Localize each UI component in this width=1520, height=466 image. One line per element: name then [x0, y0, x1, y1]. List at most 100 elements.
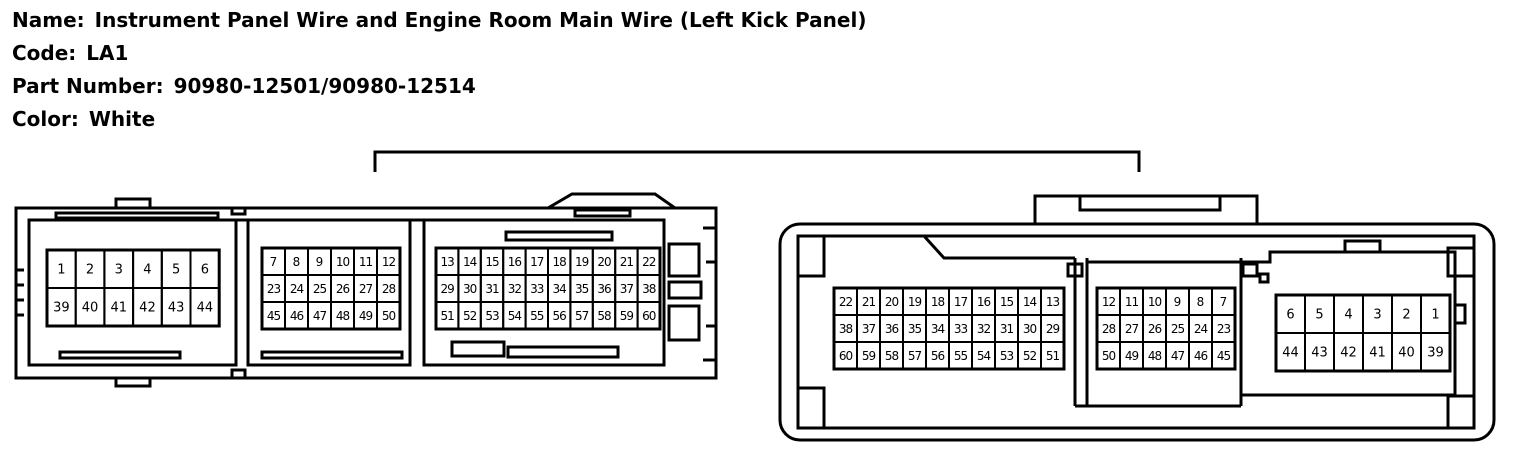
color-value: White [88, 107, 156, 131]
terminal-number: 57 [575, 309, 589, 323]
terminal-number: 54 [977, 349, 991, 363]
terminal-number: 20 [885, 295, 899, 309]
part-number-value: 90980-12501/90980-12514 [173, 74, 476, 98]
terminal-number: 55 [530, 309, 544, 323]
part-number-label: Part Number: [12, 74, 164, 98]
terminal-number: 60 [839, 349, 853, 363]
terminal-number: 29 [441, 282, 455, 296]
terminal-number: 5 [172, 263, 180, 278]
terminal-number: 15 [485, 255, 499, 269]
terminal-number: 54 [508, 309, 522, 323]
terminal-number: 48 [1148, 349, 1162, 363]
terminal-number: 27 [359, 282, 373, 296]
terminal-number: 33 [954, 322, 968, 336]
terminal-number: 58 [885, 349, 899, 363]
terminal-number: 37 [862, 322, 876, 336]
terminal-number: 18 [553, 255, 567, 269]
code-value: LA1 [86, 41, 129, 65]
terminal-number: 39 [53, 301, 70, 316]
terminal-number: 47 [1171, 349, 1185, 363]
code-line: Code:LA1 [12, 37, 866, 70]
terminal-number: 52 [1023, 349, 1037, 363]
terminal-number: 53 [485, 309, 499, 323]
terminal-number: 15 [1000, 295, 1014, 309]
name-label: Name: [12, 8, 85, 32]
terminal-number: 51 [441, 309, 455, 323]
terminal-number: 17 [530, 255, 544, 269]
terminal-number: 40 [82, 301, 99, 316]
terminal-number: 56 [553, 309, 567, 323]
connector-info-header: Name: Instrument Panel Wire and Engine Ro… [12, 4, 866, 136]
terminal-number: 9 [1174, 295, 1182, 309]
name-line: Name: Instrument Panel Wire and Engine Ro… [12, 4, 866, 37]
terminal-number: 55 [954, 349, 968, 363]
terminal-number: 14 [463, 255, 477, 269]
terminal-number: 6 [1286, 308, 1294, 323]
terminal-number: 43 [1311, 346, 1328, 361]
terminal-number: 42 [1340, 346, 1357, 361]
terminal-number: 30 [463, 282, 477, 296]
terminal-number: 46 [1194, 349, 1208, 363]
terminal-number: 6 [201, 263, 209, 278]
terminal-number: 1 [57, 263, 65, 278]
terminal-number: 44 [197, 301, 214, 316]
terminal-number: 41 [1369, 346, 1386, 361]
terminal-number: 38 [839, 322, 853, 336]
terminal-number: 22 [839, 295, 853, 309]
terminal-number: 45 [1217, 349, 1231, 363]
terminal-number: 49 [1125, 349, 1139, 363]
terminal-number: 50 [382, 309, 396, 323]
terminal-number: 17 [954, 295, 968, 309]
terminal-cell [376, 301, 401, 330]
terminal-number: 32 [977, 322, 991, 336]
terminal-number: 19 [908, 295, 922, 309]
terminal-number: 13 [441, 255, 455, 269]
terminal-number: 24 [290, 282, 304, 296]
terminal-number: 51 [1046, 349, 1060, 363]
terminal-number: 33 [530, 282, 544, 296]
terminal-number: 46 [290, 309, 304, 323]
terminal-number: 49 [359, 309, 373, 323]
terminal-cell [1211, 341, 1236, 370]
terminal-number: 7 [270, 255, 278, 269]
terminal-number: 42 [139, 301, 156, 316]
right-connector-housing [778, 194, 1496, 442]
terminal-number: 43 [168, 301, 185, 316]
terminal-number: 5 [1315, 308, 1323, 323]
color-line: Color: White [12, 103, 866, 136]
terminal-number: 13 [1046, 295, 1060, 309]
terminal-number: 9 [316, 255, 324, 269]
terminal-number: 19 [575, 255, 589, 269]
terminal-number: 24 [1194, 322, 1208, 336]
part-number-line: Part Number: 90980-12501/90980-12514 [12, 70, 866, 103]
terminal-number: 52 [463, 309, 477, 323]
terminal-number: 25 [313, 282, 327, 296]
terminal-number: 56 [931, 349, 945, 363]
terminal-number: 59 [862, 349, 876, 363]
terminal-number: 2 [86, 263, 94, 278]
terminal-number: 40 [1398, 346, 1415, 361]
terminal-cell [636, 301, 661, 330]
left-connector-housing [14, 192, 718, 388]
terminal-number: 22 [642, 255, 656, 269]
terminal-number: 3 [115, 263, 123, 278]
terminal-number: 16 [977, 295, 991, 309]
color-label: Color: [12, 107, 79, 131]
terminal-number: 4 [143, 263, 151, 278]
terminal-number: 57 [908, 349, 922, 363]
terminal-number: 29 [1046, 322, 1060, 336]
terminal-number: 59 [620, 309, 634, 323]
terminal-number: 2 [1402, 308, 1410, 323]
terminal-number: 28 [1102, 322, 1116, 336]
name-value: Instrument Panel Wire and Engine Room Ma… [94, 8, 867, 32]
terminal-number: 36 [597, 282, 611, 296]
terminal-number: 32 [508, 282, 522, 296]
terminal-number: 27 [1125, 322, 1139, 336]
terminal-number: 58 [597, 309, 611, 323]
terminal-number: 11 [1125, 295, 1139, 309]
terminal-number: 47 [313, 309, 327, 323]
terminal-cell [1040, 341, 1065, 370]
terminal-number: 14 [1023, 295, 1037, 309]
terminal-number: 23 [1217, 322, 1231, 336]
